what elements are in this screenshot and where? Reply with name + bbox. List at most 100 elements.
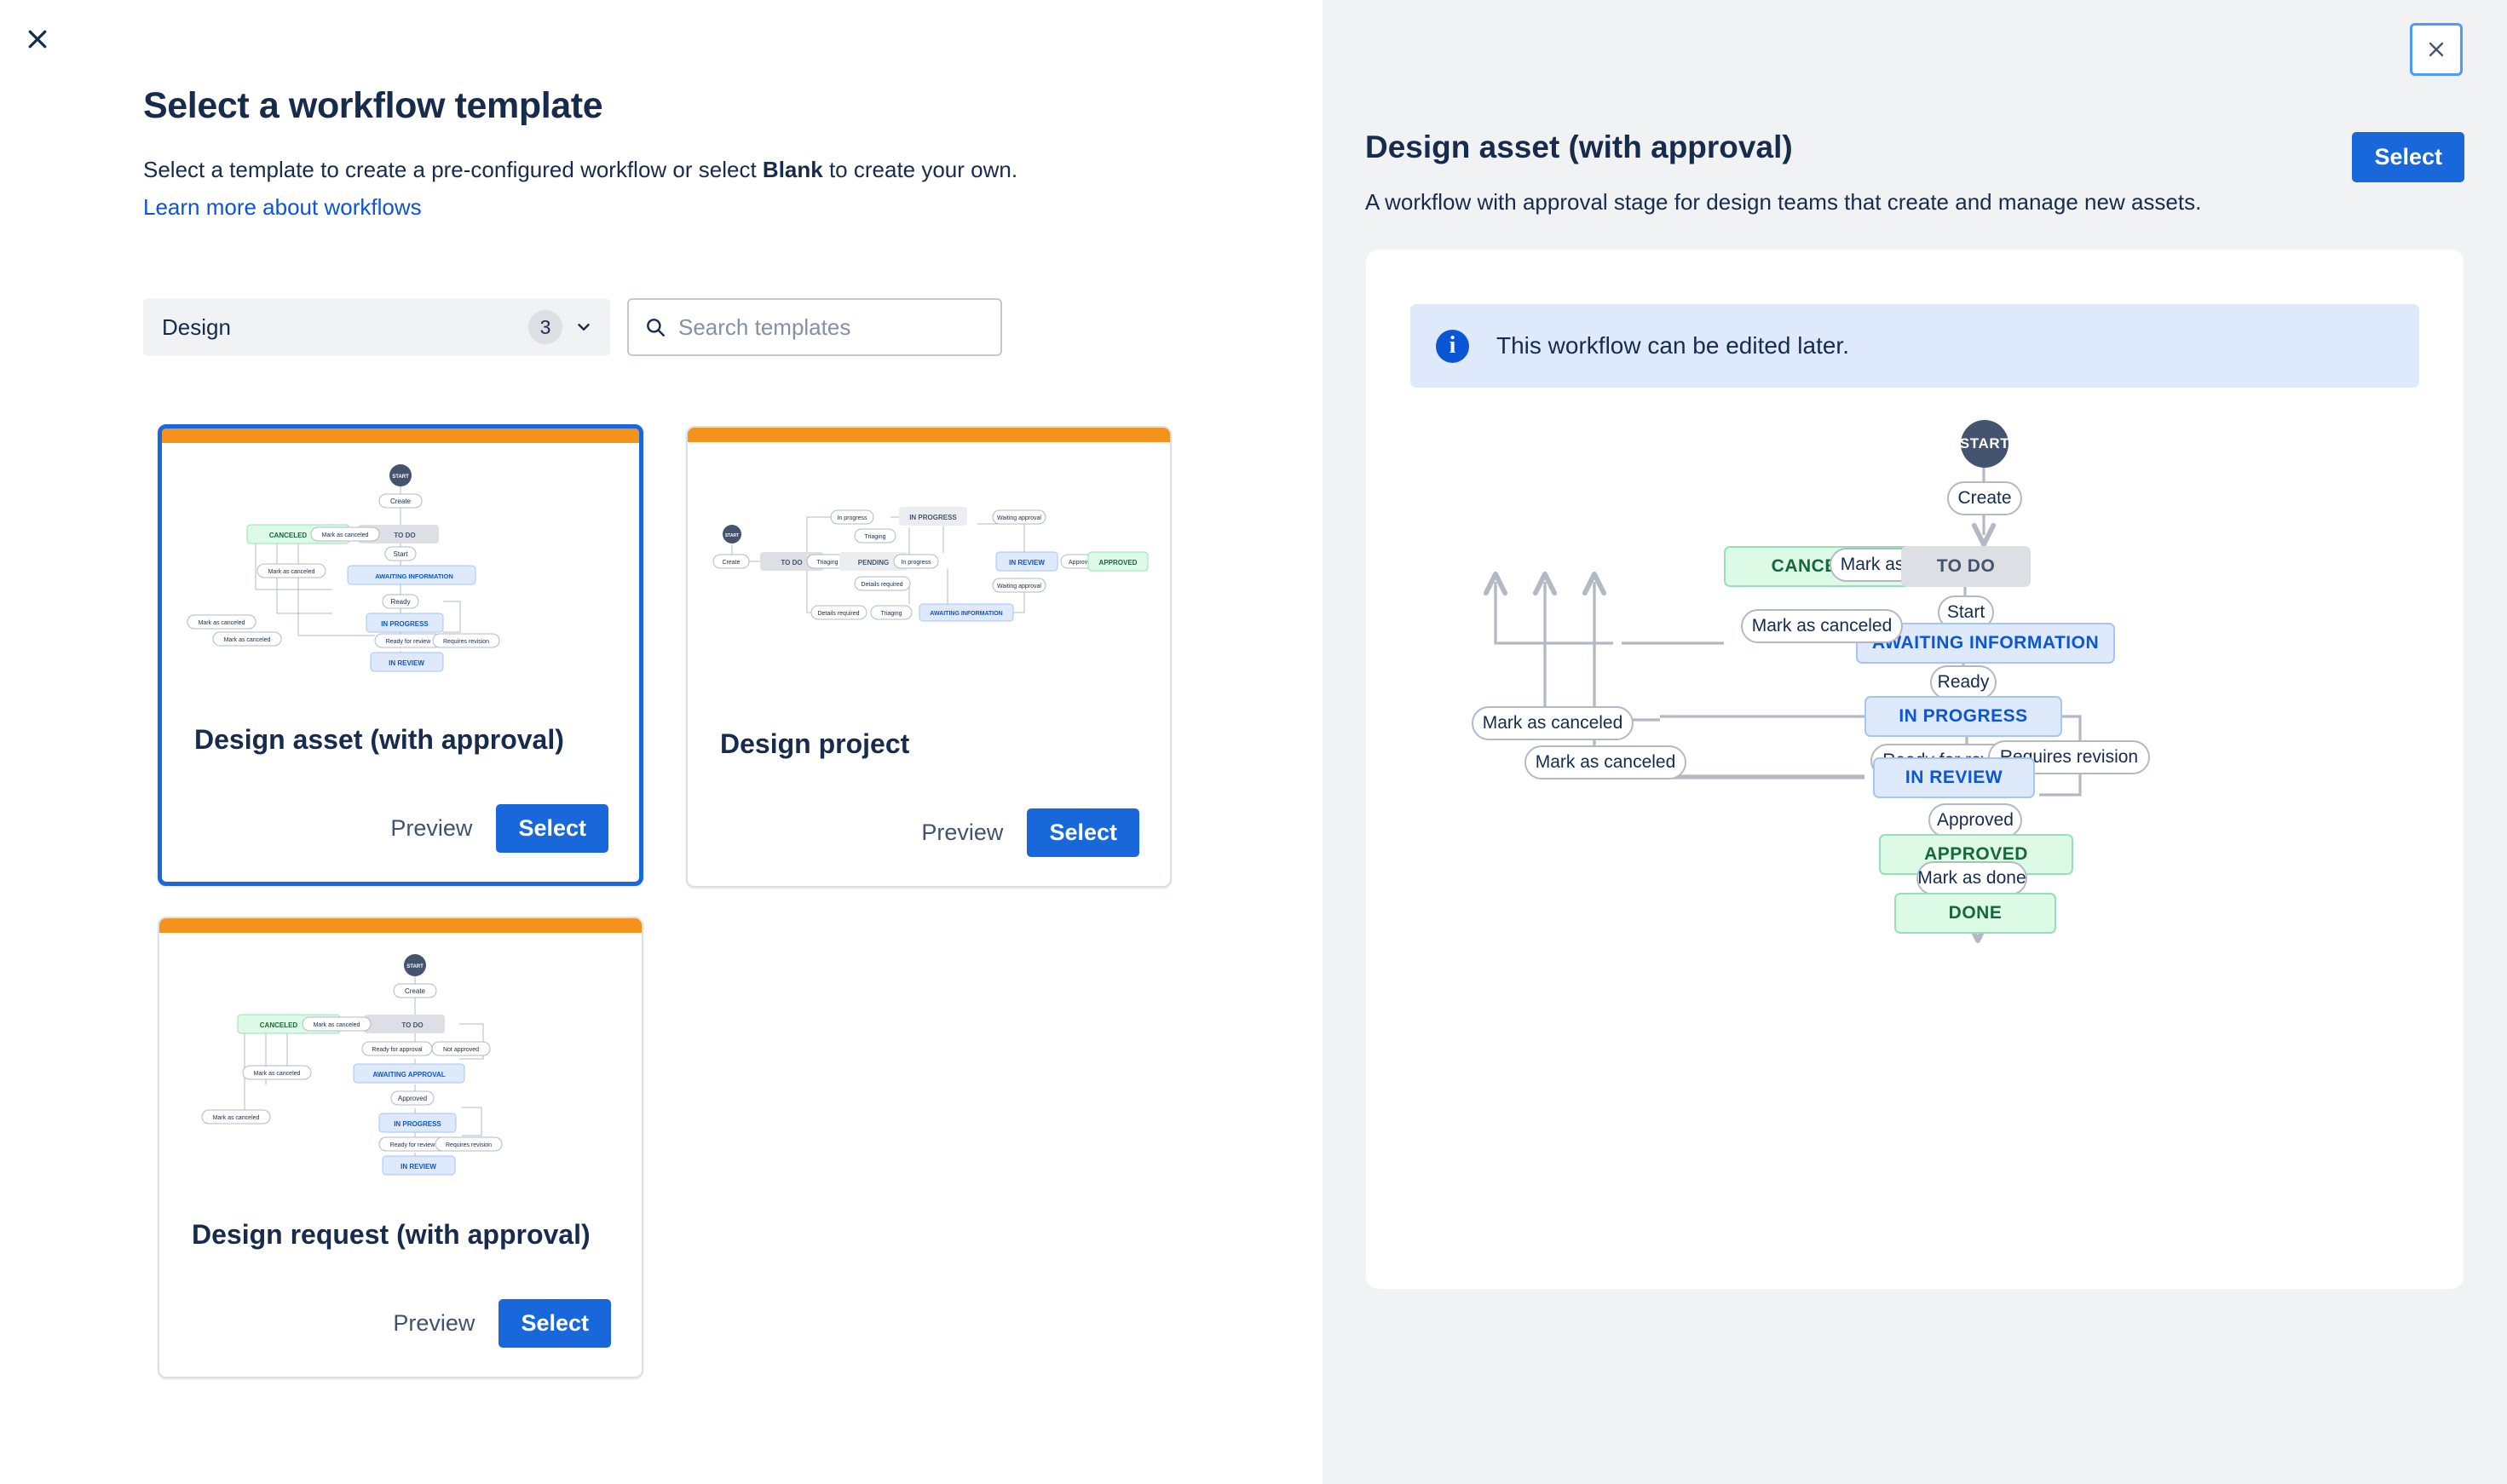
info-banner-text: This workflow can be edited later. (1496, 332, 1849, 359)
info-icon: i (1436, 329, 1469, 363)
category-filter-label: Design (162, 313, 231, 340)
svg-text:Ready for approval: Ready for approval (372, 1047, 423, 1053)
card-accent-bar (688, 428, 1170, 442)
svg-text:Mark as canceled: Mark as canceled (213, 1115, 260, 1121)
svg-text:Triaging: Triaging (864, 534, 885, 540)
template-card-design-asset[interactable]: START Create CANCELED TO DO Mark as canc… (158, 424, 643, 886)
transition-approved: Approved (1928, 803, 2022, 837)
thumbnail-diagram: START Create TO DO Triaging PENDING In p… (712, 507, 1149, 622)
select-button[interactable]: Select (1027, 808, 1139, 857)
preview-button[interactable]: Preview (906, 809, 1018, 856)
svg-text:Create: Create (390, 498, 412, 505)
search-icon (644, 316, 666, 338)
svg-text:TO DO: TO DO (394, 532, 415, 539)
workflow-diagram: START Create CANCELED Mark as canceled T… (1366, 420, 2464, 1272)
chevron-down-icon (574, 318, 593, 336)
preview-title: Design asset (with approval) (1365, 129, 1793, 164)
svg-text:AWAITING INFORMATION: AWAITING INFORMATION (375, 572, 453, 580)
svg-text:Create: Create (722, 560, 740, 566)
subtitle-post: to create your own. (822, 157, 1018, 182)
svg-text:Mark as canceled: Mark as canceled (224, 637, 271, 643)
category-filter-count: 3 (528, 310, 562, 344)
svg-text:IN REVIEW: IN REVIEW (1009, 559, 1045, 567)
svg-text:Details required: Details required (861, 582, 902, 588)
template-list-panel: Select a workflow template Select a temp… (19, 20, 1172, 1378)
close-modal-button[interactable] (19, 20, 56, 58)
svg-text:Approved: Approved (1069, 560, 1094, 566)
transition-mark-as-canceled-3: Mark as canceled (1472, 706, 1634, 740)
svg-text:Ready: Ready (390, 598, 410, 606)
svg-text:In progress: In progress (901, 560, 931, 566)
svg-text:Not approved: Not approved (443, 1047, 479, 1053)
svg-text:TO DO: TO DO (781, 559, 802, 567)
preview-button[interactable]: Preview (375, 805, 487, 852)
svg-text:Create: Create (405, 987, 426, 995)
select-button[interactable]: Select (496, 804, 608, 853)
svg-text:Mark as canceled: Mark as canceled (268, 569, 315, 575)
svg-text:Details required: Details required (817, 611, 859, 617)
svg-text:IN REVIEW: IN REVIEW (389, 659, 424, 667)
thumbnail-diagram: START Create CANCELED TO DO Mark as canc… (201, 954, 503, 1176)
svg-text:TO DO: TO DO (401, 1021, 423, 1029)
page-subtitle: Select a template to create a pre-config… (143, 155, 1017, 185)
svg-text:Mark as canceled: Mark as canceled (322, 532, 369, 538)
learn-more-link[interactable]: Learn more about workflows (143, 194, 422, 220)
node-in-progress: IN PROGRESS (1864, 696, 2062, 737)
card-actions: Preview Select (906, 808, 1139, 857)
svg-text:Triaging: Triaging (816, 560, 838, 566)
template-card-design-request[interactable]: START Create CANCELED TO DO Mark as canc… (158, 917, 643, 1378)
template-card-title: Design asset (with approval) (194, 724, 564, 755)
svg-text:START: START (725, 533, 739, 538)
template-card-design-project[interactable]: START Create TO DO Triaging PENDING In p… (686, 426, 1172, 888)
svg-text:AWAITING INFORMATION: AWAITING INFORMATION (930, 611, 1002, 617)
node-to-do: TO DO (1901, 546, 2031, 587)
node-awaiting-information: AWAITING INFORMATION (1856, 623, 2115, 664)
search-input[interactable] (678, 313, 985, 341)
select-button[interactable]: Select (499, 1299, 611, 1348)
svg-text:In progress: In progress (837, 515, 867, 521)
preview-card: i This workflow can be edited later. (1366, 250, 2464, 1289)
svg-text:Triaging: Triaging (880, 611, 902, 617)
preview-select-button[interactable]: Select (2352, 132, 2464, 182)
transition-ready: Ready (1930, 665, 1997, 699)
subtitle-pre: Select a template to create a pre-config… (143, 157, 763, 182)
svg-text:START: START (406, 964, 424, 969)
svg-text:Waiting approval: Waiting approval (997, 515, 1041, 521)
card-thumbnail-design-request: START Create CANCELED TO DO Mark as canc… (159, 933, 642, 1188)
svg-text:START: START (392, 475, 409, 480)
template-card-title: Design request (with approval) (192, 1219, 591, 1250)
svg-text:IN PROGRESS: IN PROGRESS (381, 620, 429, 628)
subtitle-blank: Blank (762, 157, 823, 182)
transition-mark-as-canceled-2: Mark as canceled (1741, 609, 1903, 643)
preview-button[interactable]: Preview (377, 1300, 490, 1347)
svg-text:Ready for review: Ready for review (390, 1142, 435, 1148)
card-actions: Preview Select (377, 1299, 611, 1348)
svg-text:Approved: Approved (398, 1095, 427, 1102)
category-filter-select[interactable]: Design 3 (143, 298, 610, 356)
transition-mark-as-done: Mark as done (1916, 861, 2027, 895)
svg-text:APPROVED: APPROVED (1099, 559, 1138, 567)
svg-text:CANCELED: CANCELED (260, 1021, 298, 1029)
template-card-title: Design project (720, 728, 910, 759)
transition-create: Create (1947, 481, 2022, 515)
svg-text:Requires revision: Requires revision (443, 639, 489, 645)
card-accent-bar (159, 918, 642, 933)
svg-text:Waiting approval: Waiting approval (997, 584, 1041, 590)
node-in-review: IN REVIEW (1873, 757, 2035, 798)
search-templates-box[interactable] (627, 298, 1002, 356)
svg-text:Ready for review: Ready for review (386, 639, 431, 645)
close-icon (28, 30, 47, 49)
node-done: DONE (1894, 893, 2056, 934)
svg-text:Requires revision: Requires revision (446, 1142, 492, 1148)
card-thumbnail-design-asset: START Create CANCELED TO DO Mark as canc… (162, 443, 639, 699)
svg-text:AWAITING APPROVAL: AWAITING APPROVAL (372, 1071, 445, 1078)
svg-text:PENDING: PENDING (858, 559, 889, 567)
card-thumbnail-design-project: START Create TO DO Triaging PENDING In p… (688, 442, 1170, 698)
node-start: START (1960, 420, 2009, 468)
svg-text:IN REVIEW: IN REVIEW (401, 1163, 436, 1171)
svg-text:CANCELED: CANCELED (269, 532, 308, 539)
page-title: Select a workflow template (143, 85, 603, 126)
close-preview-button[interactable] (2410, 23, 2463, 76)
thumbnail-diagram: START Create CANCELED TO DO Mark as canc… (187, 464, 500, 672)
